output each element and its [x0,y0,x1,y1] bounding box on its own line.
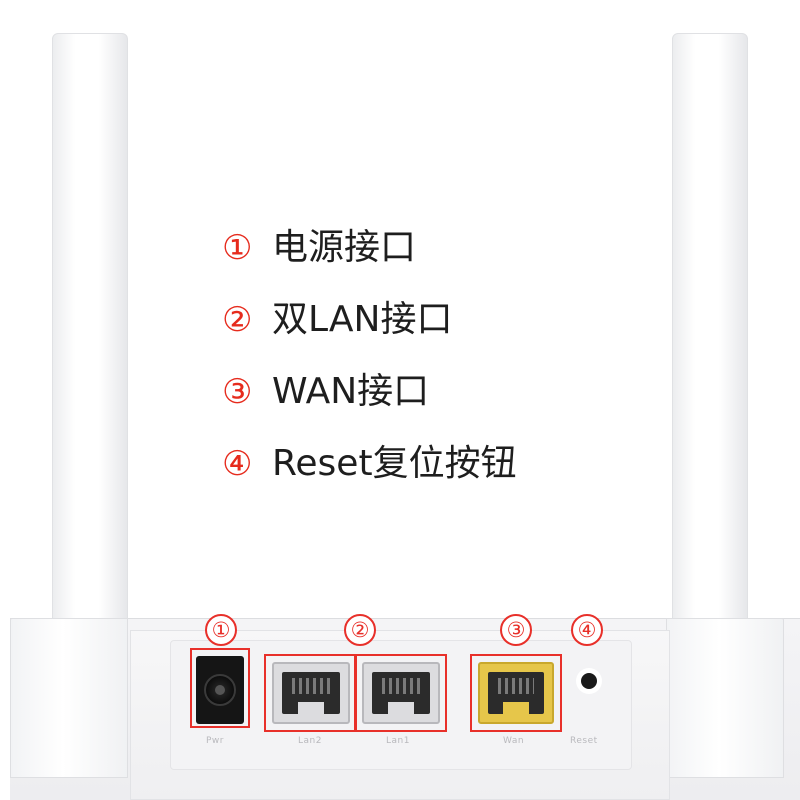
rj45-pins [498,678,534,694]
callout-lan: ② [344,614,376,646]
port-label-wan: Wan [503,736,525,746]
lan2-port [272,662,350,724]
reset-hole-icon [581,673,597,689]
rj45-pins [292,678,330,694]
port-label-reset: Reset [570,736,598,746]
power-jack-icon [204,674,236,706]
antenna-left [52,33,128,665]
legend-number: ③ [222,372,253,412]
callout-power: ① [205,614,237,646]
legend-label: Reset复位按钮 [272,443,517,484]
legend-label: 电源接口 [272,227,417,268]
port-label-lan2: Lan2 [298,736,322,746]
legend-label: WAN接口 [272,371,430,412]
rj45-pins [382,678,420,694]
legend-number: ② [222,300,253,340]
legend-item-lan: ② 双LAN接口 [222,292,452,348]
legend-item-wan: ③ WAN接口 [222,364,429,420]
lan2-port-highlight [264,654,356,732]
reset-button [576,668,602,694]
callout-wan: ③ [500,614,532,646]
rj45-notch [298,702,324,714]
legend-item-reset: ④ Reset复位按钮 [222,436,517,492]
ethernet-jack-icon [488,672,544,714]
lan1-port-highlight [355,654,447,732]
power-pin [215,685,225,695]
wan-port [478,662,554,724]
legend-label: 双LAN接口 [272,299,453,340]
callout-reset: ④ [571,614,603,646]
rj45-notch [388,702,414,714]
lan1-port [362,662,440,724]
wan-port-highlight [470,654,562,732]
antenna-hinge-left [10,618,128,778]
legend-item-power: ① 电源接口 [222,220,416,276]
antenna-right [672,33,748,665]
port-label-lan1: Lan1 [386,736,410,746]
legend-number: ④ [222,444,253,484]
legend-number: ① [222,228,253,268]
power-port [196,656,244,724]
ethernet-jack-icon [282,672,340,714]
ethernet-jack-icon [372,672,430,714]
antenna-hinge-right [666,618,784,778]
port-label-pwr: Pwr [206,736,224,746]
power-port-highlight [190,648,250,728]
rj45-notch [503,702,529,714]
